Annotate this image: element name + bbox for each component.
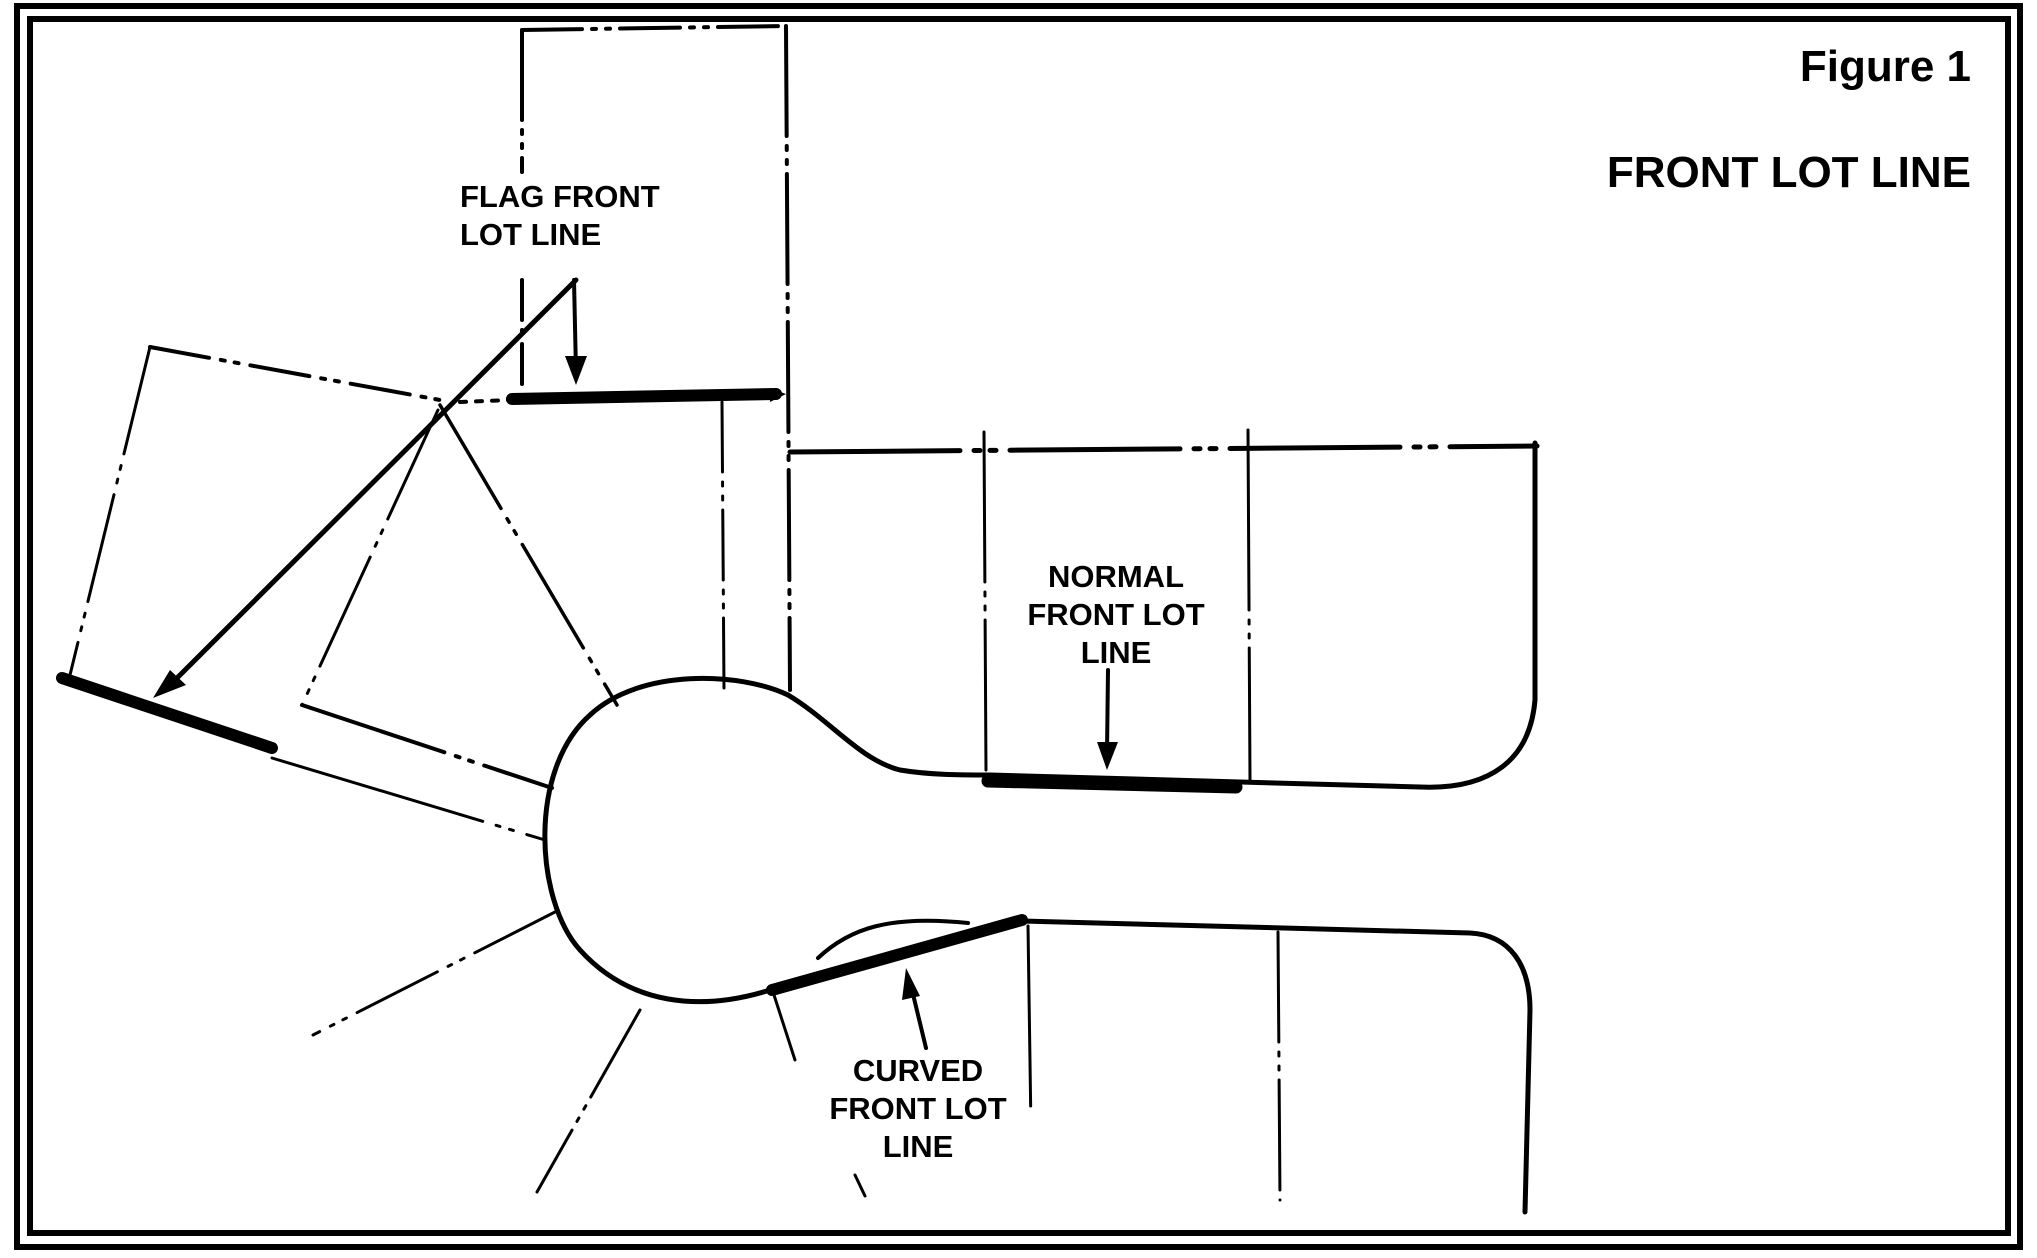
- north-lot-boundary-2: [1246, 428, 1252, 782]
- ul-lot-right-boundary-a: [300, 408, 440, 707]
- curved-front-lot-line: [766, 914, 1028, 996]
- curved-label-line-3: LINE: [882, 1129, 954, 1164]
- ul-lot-top-boundary: [148, 345, 442, 402]
- figure-title: FRONT LOT LINE: [1606, 148, 1971, 197]
- inner-frame-border: [27, 16, 2011, 1236]
- west-lot-boundary: [311, 910, 557, 1037]
- diagonal-lot-line: [438, 403, 619, 707]
- street-south-edge: [1019, 918, 1533, 1215]
- normal-front-lot-line: [981, 774, 1243, 794]
- north-lots-rear-boundary: [787, 443, 1540, 455]
- south-lot-boundary-curved-tail: [853, 1173, 867, 1198]
- south-lot-boundary-2: [1276, 930, 1282, 1202]
- flag-front-lot-line-label: FLAG FRONT LOT LINE: [460, 178, 660, 254]
- diagonal-flag-front-lot-line: [56, 672, 278, 754]
- curved-callout-arrow-head: [902, 968, 920, 1000]
- upper-left-lot: [56, 345, 619, 842]
- normal-front-lot-line-label: NORMAL FRONT LOT LINE: [1018, 558, 1214, 672]
- ul-lot-left-boundary: [68, 345, 152, 677]
- flag-label-line-2: LOT LINE: [460, 217, 602, 252]
- south-lot-boundary-curved: [772, 993, 797, 1062]
- curved-label-line-2: FRONT LOT: [829, 1091, 1007, 1126]
- flag-front-lot-line: [506, 388, 782, 405]
- flag-left-dotted-extension: [458, 398, 512, 404]
- street-north-edge: [785, 440, 1538, 790]
- ul-lot-bottom-boundary-a: [300, 703, 554, 790]
- normal-callout-arrow-head: [1097, 742, 1118, 770]
- north-lot-boundary-1: [982, 430, 988, 774]
- cul-de-sac: [542, 440, 1538, 1215]
- flag-lot-top-boundary: [520, 24, 788, 32]
- flag-arrow-to-pole-head: [565, 356, 587, 385]
- normal-callout-arrow: [1105, 668, 1110, 754]
- normal-label-line-3: LINE: [1080, 635, 1152, 670]
- flag-lot: [458, 24, 792, 692]
- flag-lot-right-boundary: [784, 24, 792, 692]
- flag-label-line-1: FLAG FRONT: [460, 179, 660, 214]
- curved-front-lot-line-label: CURVED FRONT LOT LINE: [820, 1052, 1016, 1166]
- normal-label-line-2: FRONT LOT: [1027, 597, 1205, 632]
- flag-arrow-to-diagonal: [162, 277, 579, 693]
- north-lots: [787, 428, 1540, 794]
- flag-front-lot-arrowtip: [770, 388, 786, 402]
- flag-callout-arrows: [153, 277, 587, 698]
- cul-de-sac-bulb-outline: [542, 675, 791, 1005]
- normal-label-line-1: NORMAL: [1047, 559, 1185, 594]
- flag-arrow-to-diagonal-head: [153, 670, 186, 698]
- figure-number: Figure 1: [1799, 42, 1971, 91]
- ul-lot-bottom-boundary-b: [270, 756, 547, 842]
- curved-label-line-1: CURVED: [852, 1053, 984, 1088]
- curved-guide-arc: [816, 918, 970, 960]
- south-lot-boundary-1: [1026, 924, 1034, 1200]
- sw-lot-boundary: [535, 1008, 642, 1194]
- south-lots: [311, 910, 1282, 1202]
- curved-callout-arrow: [910, 988, 928, 1050]
- flag-pole-inner-boundary: [720, 400, 726, 692]
